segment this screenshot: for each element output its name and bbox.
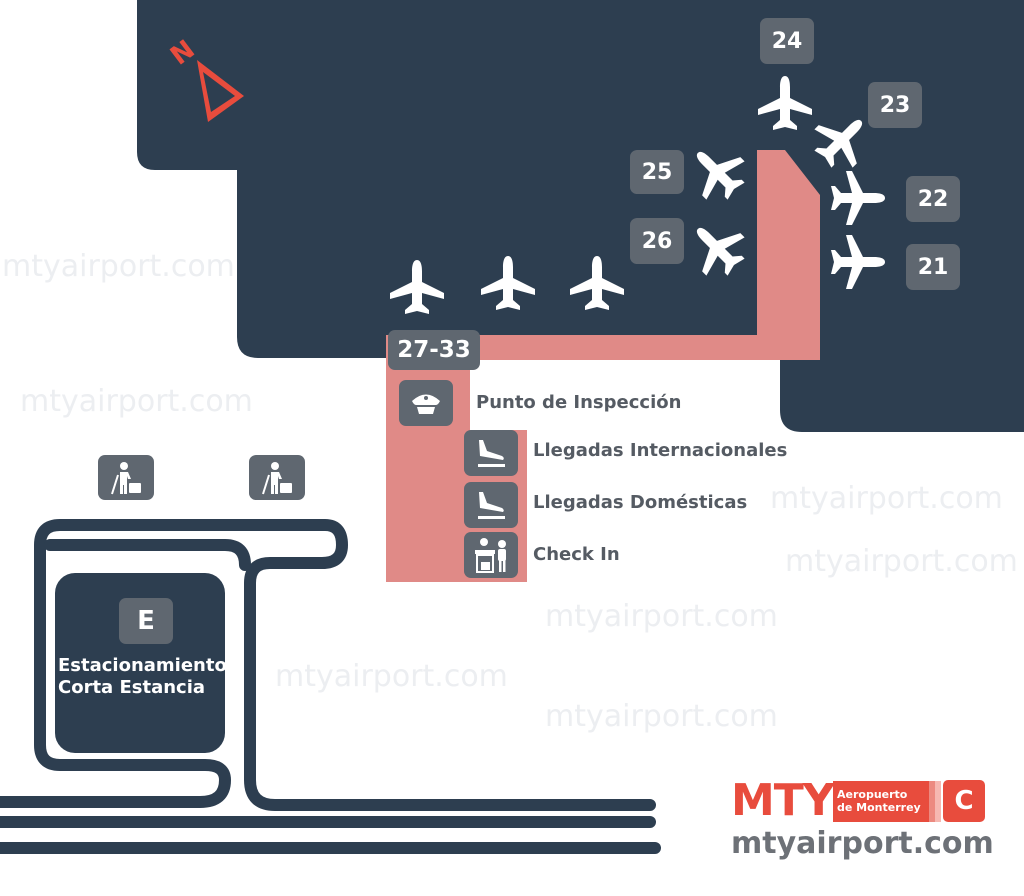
passenger-with-luggage-icon: [98, 455, 154, 500]
logo-subtitle-line2: de Monterrey: [837, 801, 921, 814]
gate-badge-25[interactable]: 25: [630, 150, 684, 194]
logo-stripe: [929, 781, 935, 822]
north-arrow-icon: [197, 60, 244, 122]
arrivals-icon: [464, 482, 518, 528]
gate-badge-24[interactable]: 24: [760, 18, 814, 64]
parking-label-line1: Estacionamiento: [58, 655, 227, 676]
parking-lot: [55, 573, 225, 753]
service-label-security: Punto de Inspección: [476, 392, 682, 413]
logo-stripe: [935, 781, 941, 822]
watermark: mtyairport.com: [770, 481, 1003, 516]
watermark: mtyairport.com: [545, 599, 778, 634]
parking-badge: E: [119, 598, 173, 644]
passenger-with-luggage-icon: [249, 455, 305, 500]
gate-badge-23[interactable]: 23: [868, 82, 922, 128]
gate-badge-27-33[interactable]: 27-33: [388, 330, 480, 370]
gate-badge-26[interactable]: 26: [630, 218, 684, 264]
terminal-building: [137, 0, 1024, 432]
watermark: mtyairport.com: [275, 659, 508, 694]
gate-badge-21[interactable]: 21: [906, 244, 960, 290]
watermark: mtyairport.com: [785, 544, 1018, 579]
arrivals-icon: [464, 430, 518, 476]
logo-subtitle-line1: Aeropuerto: [837, 788, 908, 801]
logo-url: mtyairport.com: [731, 826, 994, 861]
logo-mty: MTY: [731, 775, 835, 826]
security-officer-cap-icon: [399, 380, 453, 426]
terminal-c-badge: C: [943, 780, 985, 822]
service-label-check-in: Check In: [533, 544, 620, 565]
parking-label: Estacionamiento Corta Estancia: [58, 655, 227, 699]
watermark: mtyairport.com: [545, 699, 778, 734]
watermark: mtyairport.com: [2, 249, 235, 284]
service-label-domestic-arrivals: Llegadas Domésticas: [533, 492, 748, 513]
check-in-counter-icon: [464, 532, 518, 578]
gate-badge-22[interactable]: 22: [906, 176, 960, 222]
logo-subtitle: Aeropuerto de Monterrey: [833, 781, 929, 822]
access-roads: [0, 519, 661, 854]
watermark: mtyairport.com: [20, 384, 253, 419]
service-label-international-arrivals: Llegadas Internacionales: [533, 440, 788, 461]
parking-label-line2: Corta Estancia: [58, 677, 206, 698]
